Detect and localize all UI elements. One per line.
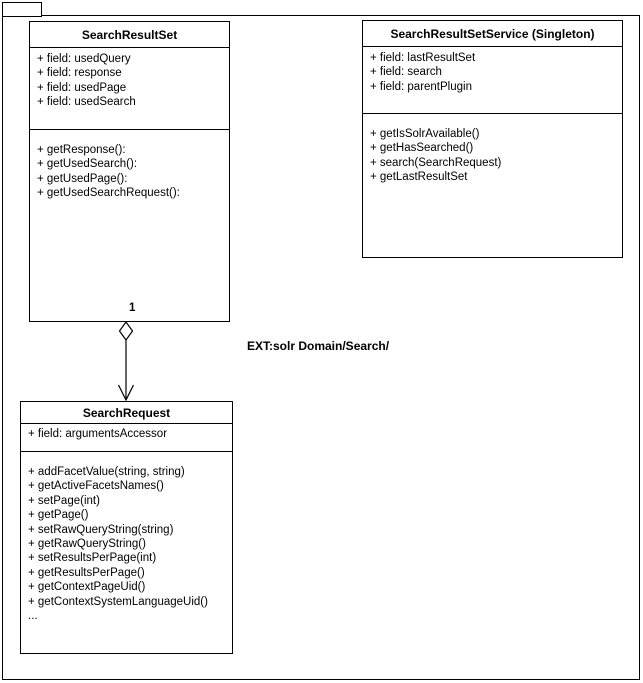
method-row: + getRawQueryString() (28, 538, 146, 551)
class-title: SearchResultSet (30, 22, 229, 48)
multiplicity-label: 1 (129, 302, 136, 314)
methods-compartment: + addFacetValue(string, string) + getAct… (21, 452, 232, 653)
method-row: + getHasSearched() (370, 142, 474, 155)
field-row: + field: usedQuery (37, 53, 131, 65)
method-row: + getUsedPage(): (37, 172, 128, 185)
class-box-search-result-set: SearchResultSet + field: usedQuery + fie… (29, 21, 230, 322)
method-row: + getLastResultSet (370, 171, 468, 184)
field-row: + field: search (370, 66, 442, 79)
method-row: + getUsedSearchRequest(): (37, 187, 180, 200)
fields-compartment: + field: usedQuery + field: response + f… (30, 48, 229, 130)
method-row: ... (28, 610, 38, 623)
class-box-search-result-set-service: SearchResultSetService (Singleton) + fie… (362, 20, 623, 258)
open-arrowhead-icon (117, 384, 135, 401)
methods-compartment: + getResponse(): + getUsedSearch(): + ge… (30, 130, 229, 321)
field-row: + field: usedSearch (37, 96, 136, 109)
field-row: + field: usedPage (37, 81, 127, 94)
method-row: + getIsSolrAvailable() (370, 128, 480, 140)
field-row: + field: response (37, 67, 122, 80)
field-row: + field: argumentsAccessor (28, 428, 168, 440)
namespace-note: EXT:solr Domain/Search/ (247, 339, 390, 353)
fields-compartment: + field: lastResultSet + field: search +… (363, 47, 622, 114)
method-row: + setResultsPerPage(int) (28, 552, 157, 565)
field-row: + field: parentPlugin (370, 80, 472, 93)
method-row: + getActiveFacetsNames() (28, 480, 164, 493)
class-title: SearchResultSetService (Singleton) (363, 21, 622, 47)
method-row: + addFacetValue(string, string) (28, 466, 185, 478)
method-row: + getContextSystemLanguageUid() (28, 595, 208, 608)
aggregation-diamond-icon (118, 321, 134, 342)
method-row: + search(SearchRequest) (370, 156, 502, 169)
method-row: + getPage() (28, 509, 89, 522)
method-row: + setPage(int) (28, 494, 100, 507)
methods-compartment: + getIsSolrAvailable() + getHasSearched(… (363, 114, 622, 257)
method-row: + getContextPageUid() (28, 581, 146, 594)
method-row: + setRawQueryString(string) (28, 523, 174, 536)
field-row: + field: lastResultSet (370, 52, 476, 64)
aggregation-connector (117, 321, 135, 401)
frame-corner-tab (2, 2, 42, 17)
class-title: SearchRequest (21, 402, 232, 424)
class-box-search-request: SearchRequest + field: argumentsAccessor… (20, 401, 233, 654)
method-row: + getUsedSearch(): (37, 158, 138, 171)
method-row: + getResultsPerPage() (28, 566, 145, 579)
method-row: + getResponse(): (37, 144, 126, 156)
fields-compartment: + field: argumentsAccessor (21, 424, 232, 452)
